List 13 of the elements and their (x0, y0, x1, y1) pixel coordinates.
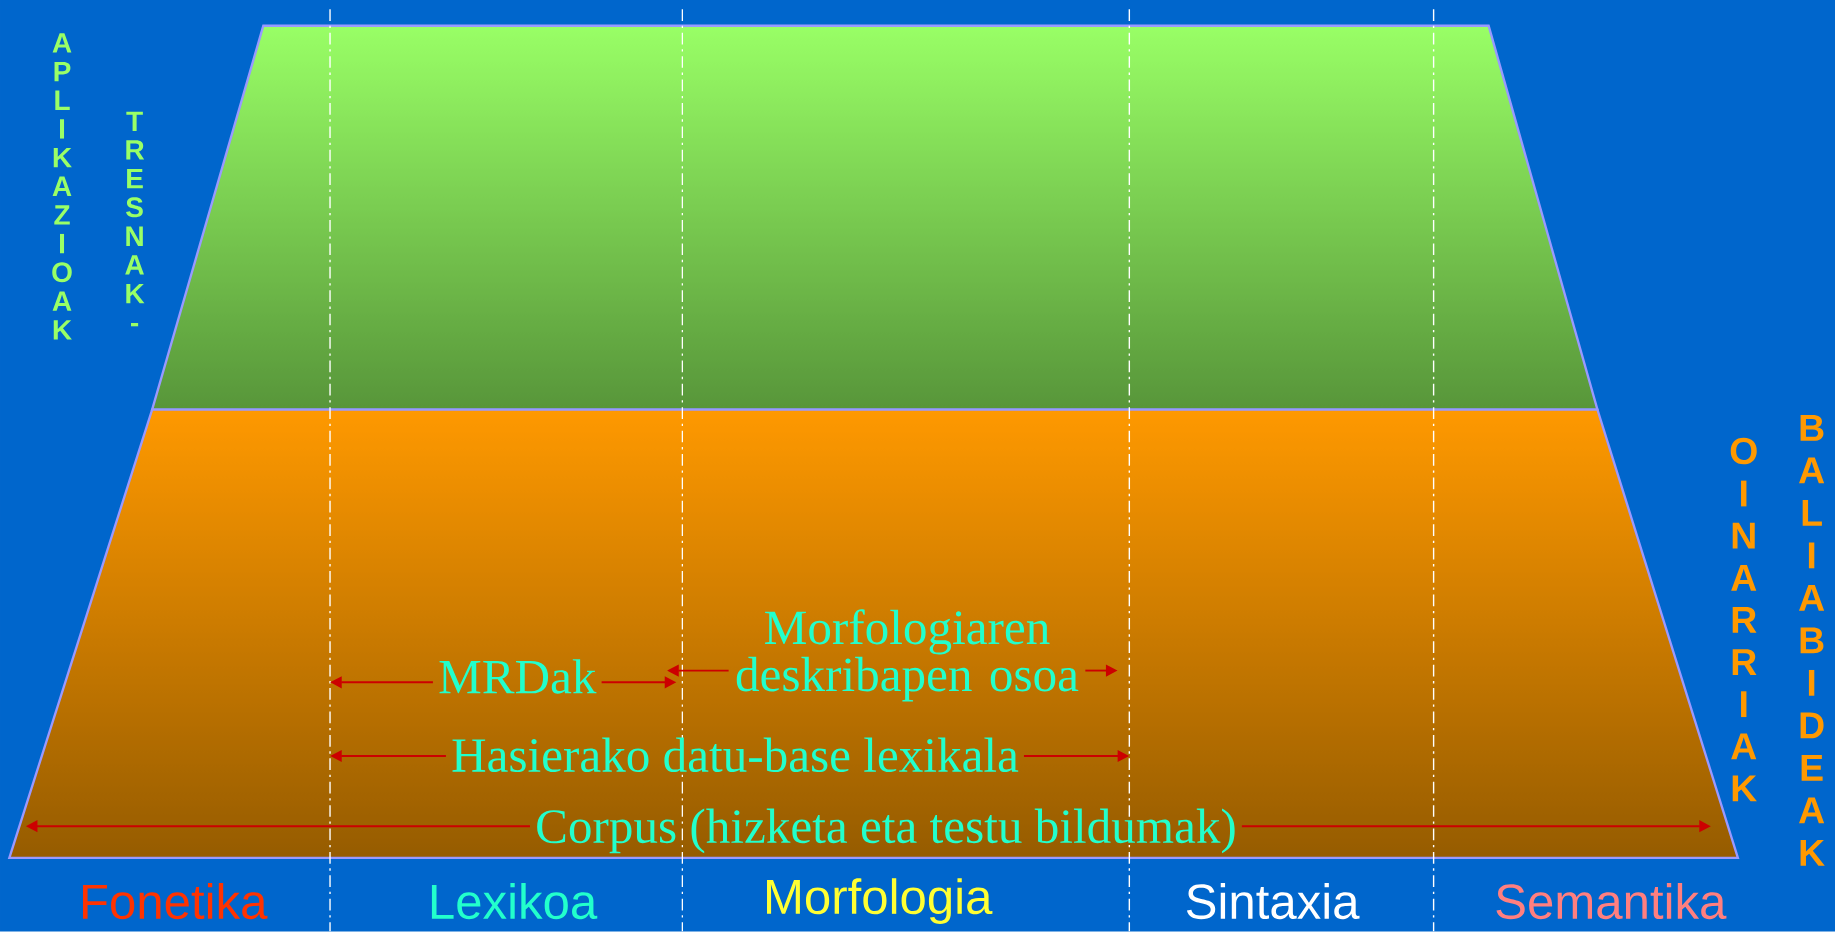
range-label: Corpus (hizketa eta testu bildumak) (537, 808, 1235, 854)
range-label: MRDak (439, 659, 597, 694)
range-label: Hasierako datu-base lexikala (452, 737, 1019, 773)
vertical-label: TRESNAK - (125, 111, 145, 327)
column-label: Sintaxia (1186, 883, 1360, 920)
vertical-label: OINARRIAK (1730, 438, 1757, 802)
vertical-label: BALIABIDEAK (1799, 415, 1825, 866)
column-label: Lexikoa (431, 883, 598, 920)
column-label: Semantika (1496, 883, 1727, 920)
column-label: Morfologia (767, 878, 993, 925)
range-label: Morfologiaren deskribapen osoa (736, 609, 1079, 702)
vertical-label: APLIKAZIOAK (52, 33, 72, 340)
column-label: Fonetika (83, 883, 268, 920)
